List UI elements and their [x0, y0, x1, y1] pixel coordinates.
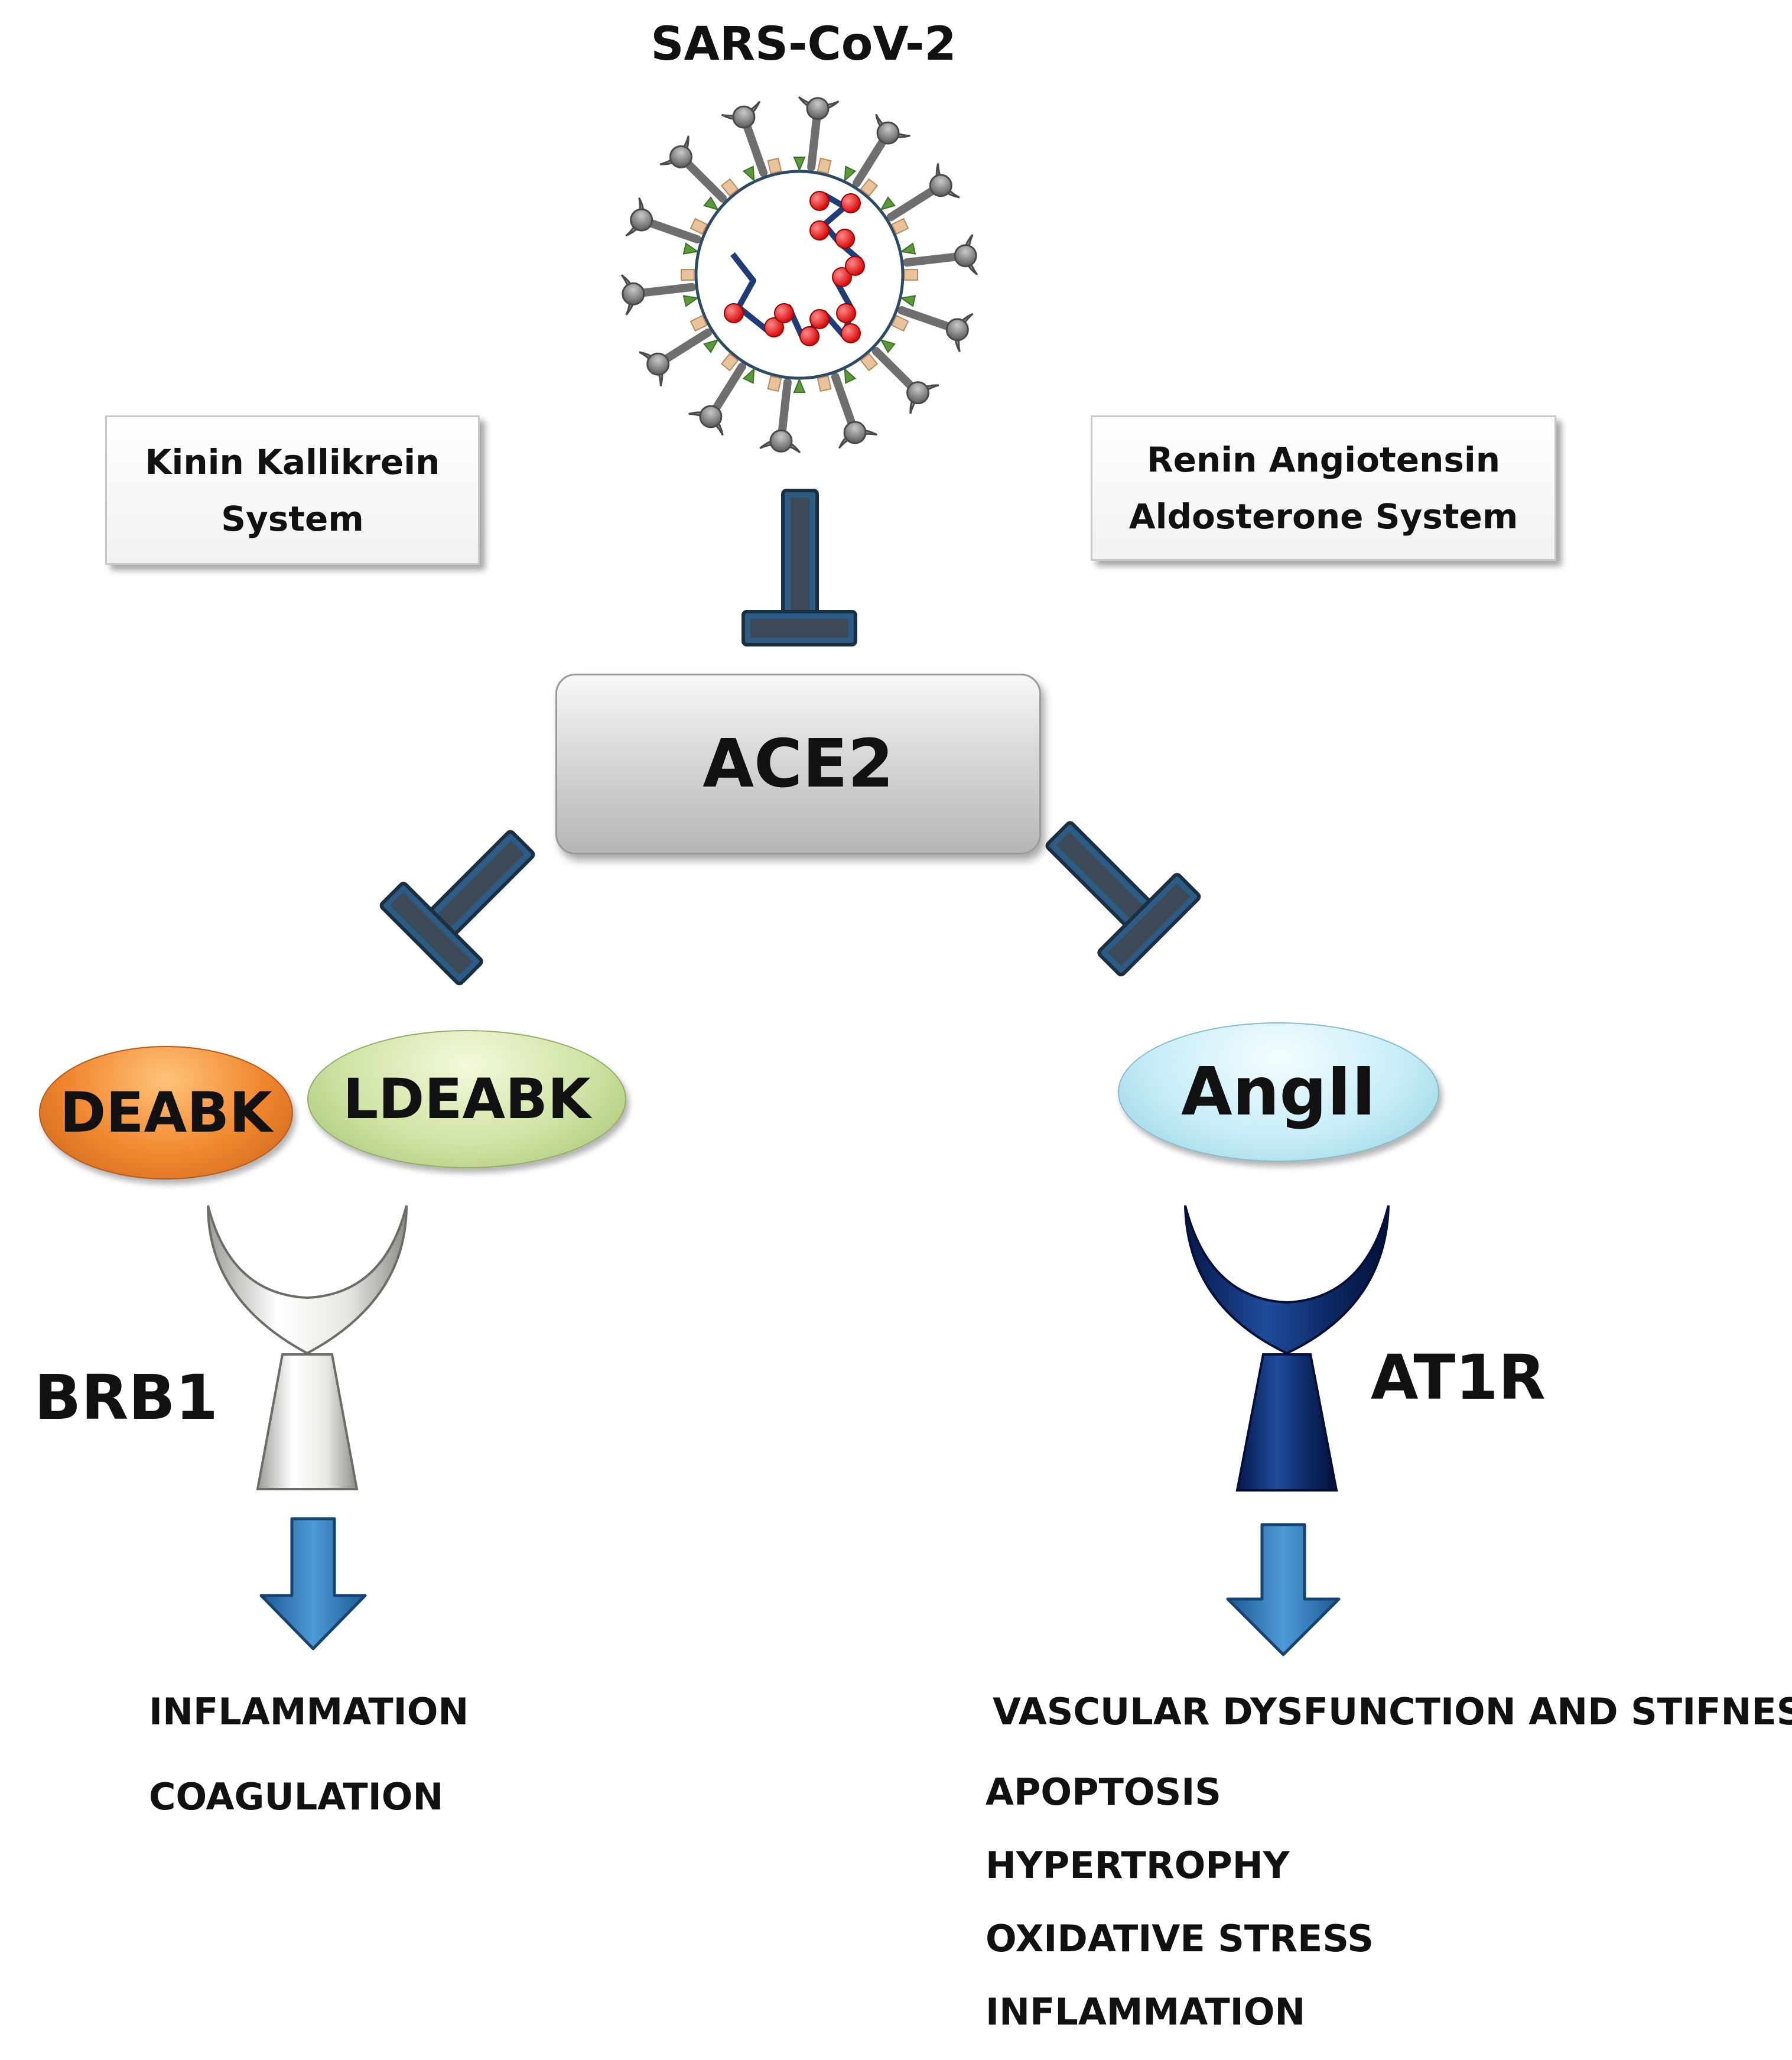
kinin-box-line1: Kinin Kallikrein	[145, 441, 440, 482]
virus-icon	[620, 96, 978, 454]
kinin-box-line2: System	[221, 498, 364, 539]
left-effect-2: COAGULATION	[149, 1775, 444, 1818]
right-effect-2: APOPTOSIS	[986, 1770, 1221, 1814]
raas-box-line1: Renin Angiotensin	[1146, 440, 1501, 480]
left-effect-1: INFLAMMATION	[149, 1690, 469, 1733]
at1r-receptor-icon	[1184, 1205, 1390, 1492]
ldeabk-oval: LDEABK	[307, 1030, 626, 1168]
angii-oval: AngII	[1118, 1022, 1439, 1162]
raas-box-line2: Aldosterone System	[1128, 496, 1518, 537]
brb1-receptor-icon	[207, 1205, 408, 1490]
arrow-down-right-icon	[1226, 1523, 1341, 1656]
renin-angiotensin-system-box: Renin Angiotensin Aldosterone System	[1091, 415, 1556, 561]
kinin-kallikrein-system-box: Kinin Kallikrein System	[105, 415, 480, 565]
brb1-label: BRB1	[34, 1362, 218, 1434]
right-effect-3: HYPERTROPHY	[986, 1844, 1290, 1887]
virus-title: SARS-CoV-2	[651, 18, 957, 71]
deabk-oval: DEABK	[39, 1046, 293, 1180]
inhibitor-ace2-angii	[1045, 821, 1201, 977]
inhibitor-virus-ace2	[741, 489, 857, 646]
arrow-down-left-icon	[259, 1517, 367, 1650]
right-effect-1: VASCULAR DYSFUNCTION AND STIFNESS	[993, 1690, 1792, 1733]
inhibitor-ace2-kinins	[379, 830, 535, 986]
at1r-label: AT1R	[1371, 1341, 1546, 1414]
ace2-box: ACE2	[555, 674, 1041, 854]
right-effect-5: INFLAMMATION	[986, 1990, 1306, 2033]
right-effect-4: OXIDATIVE STRESS	[986, 1917, 1374, 1960]
